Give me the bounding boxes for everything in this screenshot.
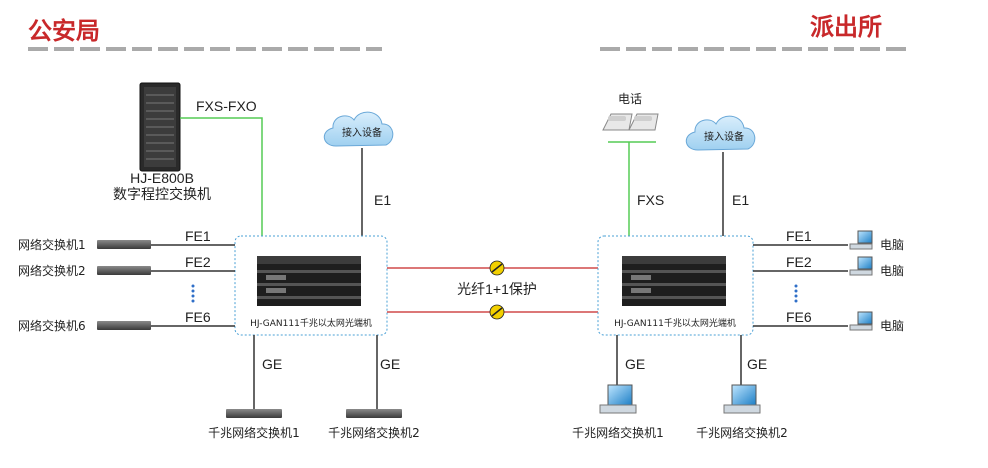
pbx-green-link: [180, 117, 263, 236]
optical-terminal-icon: [622, 256, 726, 306]
left-ge1-label: GE: [262, 356, 282, 372]
computer-icon: [599, 384, 761, 414]
left-cloud-label: 接入设备: [342, 126, 382, 139]
right-fe2-label: FE2: [786, 254, 812, 270]
cloud-icon: [323, 111, 394, 147]
fiber-splice-icon: [489, 260, 505, 320]
pbx-model-label: HJ-E800B: [130, 170, 194, 186]
right-cloud-label: 接入设备: [704, 130, 744, 143]
computer-icon: [849, 230, 873, 331]
phone-icon: [602, 113, 659, 131]
network-switch-icon: [97, 240, 151, 330]
left-ge2-label: GE: [380, 356, 400, 372]
left-e1-label: E1: [374, 192, 391, 208]
rack-cabinet-icon: [139, 82, 181, 172]
right-device-label: HJ-GAN111千兆以太网光端机: [614, 317, 736, 329]
left-fe2-label: FE2: [185, 254, 211, 270]
right-ge1-label: GE: [625, 356, 645, 372]
phone-label: 电话: [618, 92, 642, 106]
right-gige-2-label: 千兆网络交换机2: [696, 425, 788, 440]
fxs-label: FXS: [637, 192, 664, 208]
fiber-protection-label: 光纤1+1保护: [457, 281, 537, 297]
optical-terminal-icon: [257, 256, 361, 306]
left-fe1-label: FE1: [185, 228, 211, 244]
left-switch-1-label: 网络交换机1: [18, 237, 86, 252]
left-fe6-label: FE6: [185, 309, 211, 325]
left-gige-1-label: 千兆网络交换机1: [208, 425, 300, 440]
right-fe1-label: FE1: [786, 228, 812, 244]
right-pc-1-label: 电脑: [880, 238, 904, 252]
left-ellipsis-dots: [191, 284, 195, 303]
right-fe-links: [753, 244, 848, 327]
pbx-link-label: FXS-FXO: [196, 98, 257, 114]
left-switch-6-label: 网络交换机6: [18, 318, 86, 333]
right-ellipsis-dots: [794, 284, 798, 303]
right-e1-label: E1: [732, 192, 749, 208]
left-fe-links: [151, 244, 235, 327]
left-gige-2-label: 千兆网络交换机2: [328, 425, 420, 440]
right-site-title: 派出所: [810, 13, 882, 41]
right-gige-1-label: 千兆网络交换机1: [572, 425, 664, 440]
right-pc-2-label: 电脑: [880, 264, 904, 278]
right-ge2-label: GE: [747, 356, 767, 372]
pbx-desc-label: 数字程控交换机: [113, 186, 211, 202]
network-switch-icon: [226, 409, 402, 418]
right-pc-6-label: 电脑: [880, 319, 904, 333]
left-switch-2-label: 网络交换机2: [18, 263, 86, 278]
left-device-label: HJ-GAN111千兆以太网光端机: [250, 317, 372, 329]
cloud-icon: [685, 115, 756, 151]
left-site-title: 公安局: [28, 17, 100, 45]
right-fe6-label: FE6: [786, 309, 812, 325]
